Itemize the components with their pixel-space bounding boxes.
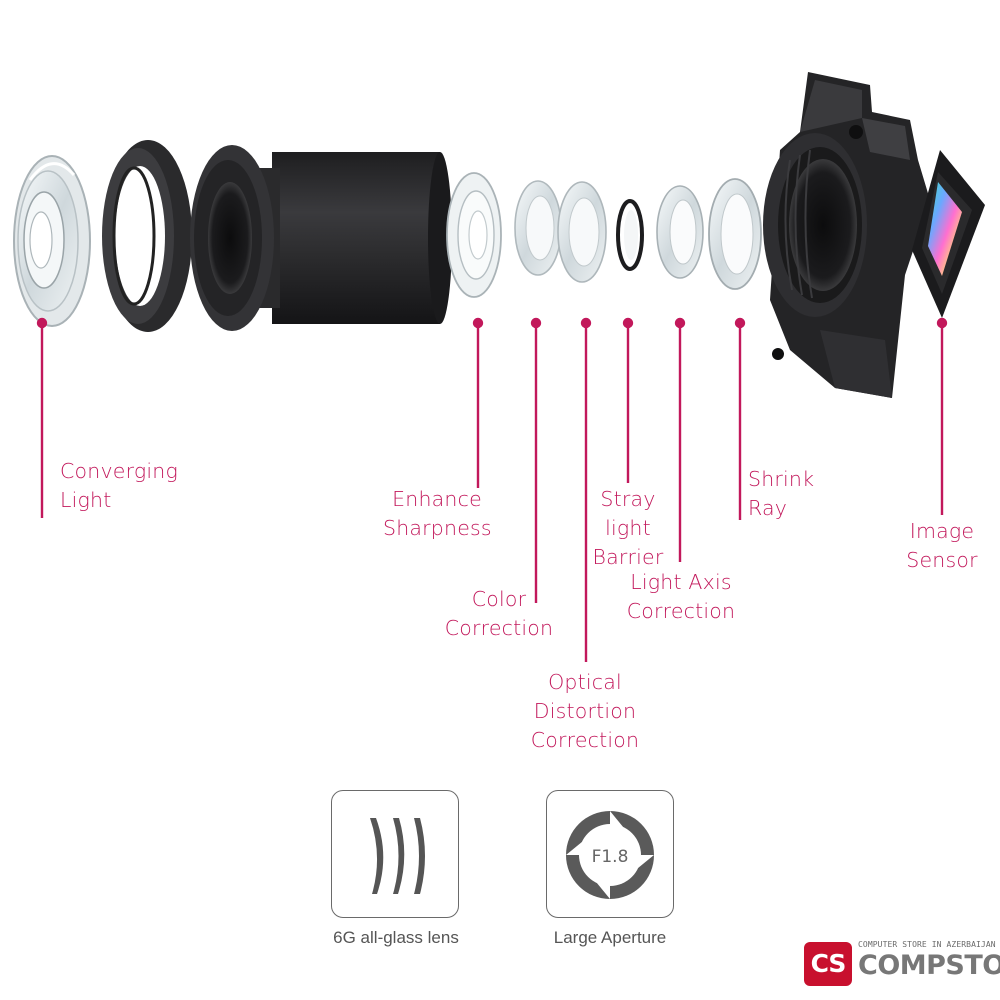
label-image-sensor: Image Sensor bbox=[902, 517, 982, 575]
feature-box-glass-lens bbox=[331, 790, 459, 918]
label-line: Sensor bbox=[906, 548, 978, 572]
watermark-tagline: COMPUTER STORE IN AZERBAIJAN bbox=[858, 940, 996, 949]
glass-element-axis bbox=[656, 185, 704, 279]
label-line: Barrier bbox=[592, 545, 664, 569]
label-line: Sharpness bbox=[383, 516, 492, 540]
label-shrink-ray: Shrink Ray bbox=[748, 465, 814, 523]
glass-element-enhance bbox=[446, 172, 502, 298]
label-line: Correction bbox=[444, 616, 554, 640]
label-line: Color bbox=[471, 587, 527, 611]
glass-element-optical bbox=[557, 181, 607, 283]
image-sensor bbox=[912, 150, 985, 318]
front-lens-element bbox=[13, 155, 91, 327]
label-converging-light: Converging Light bbox=[60, 457, 178, 515]
label-enhance-sharpness: Enhance Sharpness bbox=[383, 485, 492, 543]
feature-caption-glass-lens: 6G all-glass lens bbox=[333, 928, 459, 947]
compstore-watermark: CS COMPUTER STORE IN AZERBAIJAN COMPSTOR… bbox=[804, 936, 1000, 992]
label-line: Converging bbox=[60, 459, 178, 483]
watermark-brand: COMPSTORE bbox=[858, 950, 1000, 981]
label-line: Correction bbox=[530, 728, 640, 752]
label-line: Image bbox=[909, 519, 975, 543]
lens-mount-holder bbox=[763, 72, 930, 398]
label-line: Optical bbox=[548, 670, 622, 694]
label-line: Light Axis bbox=[630, 570, 732, 594]
label-line: Distortion bbox=[533, 699, 637, 723]
glass-element-color bbox=[514, 180, 562, 276]
label-line: light bbox=[605, 516, 651, 540]
label-line: Stray bbox=[600, 487, 656, 511]
label-line: Ray bbox=[748, 496, 788, 520]
label-line: Shrink bbox=[748, 467, 815, 491]
stray-light-barrier-ring bbox=[616, 199, 644, 271]
label-line: Light bbox=[60, 488, 112, 512]
feature-caption-aperture: Large Aperture bbox=[553, 928, 667, 947]
label-line: Enhance bbox=[392, 487, 482, 511]
label-stray-light-barrier: Stray light Barrier bbox=[590, 485, 666, 572]
retaining-ring bbox=[102, 140, 192, 332]
label-line: Correction bbox=[626, 599, 736, 623]
feature-box-aperture bbox=[546, 790, 674, 918]
glass-element-shrink bbox=[708, 178, 762, 290]
label-light-axis-correction: Light Axis Correction bbox=[622, 568, 740, 626]
label-optical-distortion-correction: Optical Distortion Correction bbox=[526, 668, 644, 755]
lens-barrel bbox=[190, 145, 452, 331]
watermark-logo-badge: CS bbox=[804, 942, 852, 986]
label-color-correction: Color Correction bbox=[443, 585, 555, 643]
leader-lines bbox=[36, 317, 948, 662]
